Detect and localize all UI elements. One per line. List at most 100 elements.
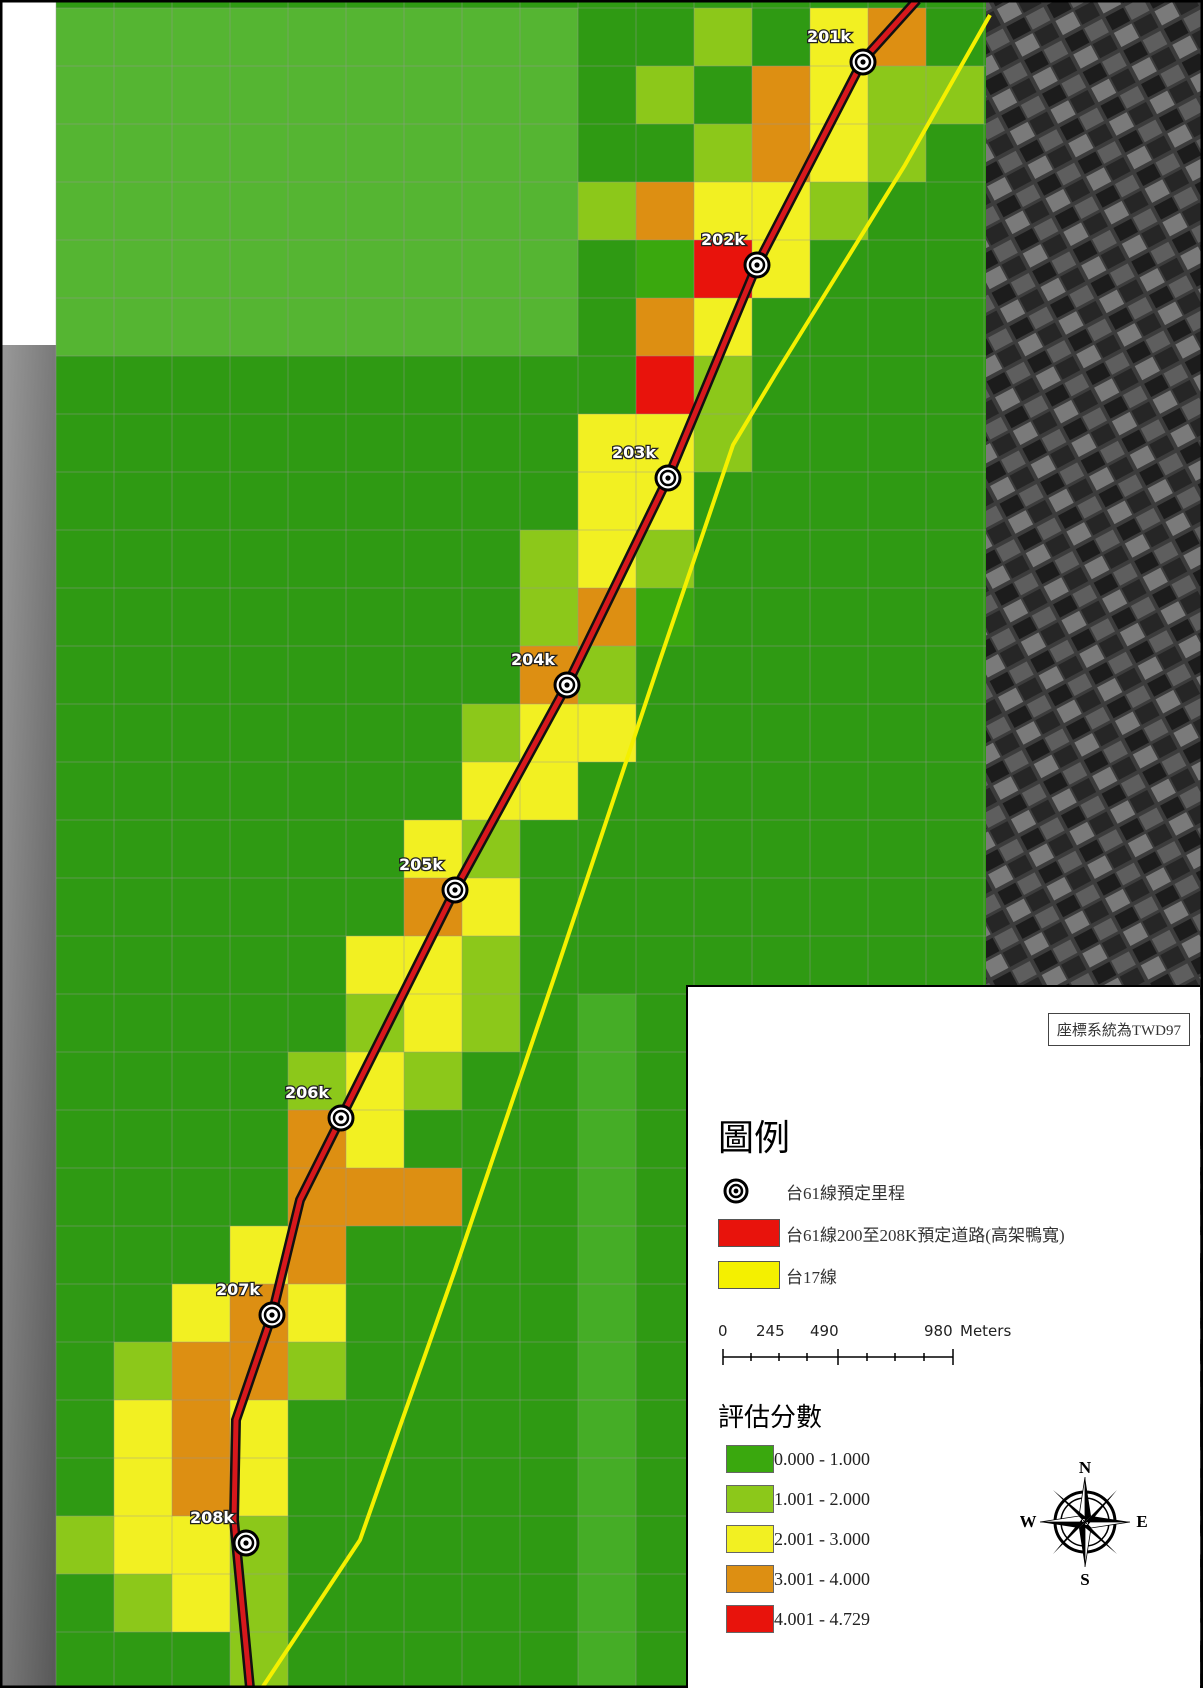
score-cell xyxy=(346,240,404,298)
score-cell xyxy=(56,66,114,124)
score-cell xyxy=(578,1458,636,1516)
score-cell xyxy=(578,1400,636,1458)
score-cell xyxy=(114,1458,172,1516)
score-cell xyxy=(346,124,404,182)
score-cell xyxy=(172,1458,230,1516)
milepost-label: 206k xyxy=(285,1083,329,1102)
milepost-marker: 203k xyxy=(611,442,682,492)
scale-bar-graphic xyxy=(722,1349,954,1365)
score-cell xyxy=(578,1632,636,1688)
milepost-icon xyxy=(723,1178,749,1204)
score-cell xyxy=(230,298,288,356)
legend-item-route-17: 台17線 xyxy=(718,1261,837,1289)
score-cell xyxy=(114,1516,172,1574)
planned-road-line xyxy=(231,0,919,1688)
score-class-5-range: 4.001 - 4.729 xyxy=(774,1608,870,1629)
score-class-2-swatch xyxy=(726,1485,774,1513)
score-cell xyxy=(636,298,694,356)
score-class-4-swatch xyxy=(726,1565,774,1593)
score-cell xyxy=(462,994,520,1052)
legend-item-milepost: 台61線預定里程 xyxy=(718,1177,905,1205)
milepost-marker: 204k xyxy=(510,649,581,699)
score-cell xyxy=(810,182,868,240)
score-cell xyxy=(520,66,578,124)
score-cell xyxy=(578,1110,636,1168)
grid-lines xyxy=(55,0,986,1688)
milepost-label: 204k xyxy=(511,650,555,669)
scale-label-0: 0 xyxy=(718,1322,728,1340)
satellite-sea xyxy=(0,345,56,1688)
score-cell xyxy=(578,994,636,1052)
score-cell xyxy=(114,182,172,240)
score-cell xyxy=(462,124,520,182)
score-class-5: 4.001 - 4.729 xyxy=(726,1605,870,1633)
score-cell xyxy=(520,588,578,646)
score-cell xyxy=(230,124,288,182)
score-cell xyxy=(288,182,346,240)
score-cell xyxy=(462,936,520,994)
score-cell xyxy=(172,66,230,124)
scale-label-245: 245 xyxy=(756,1322,785,1340)
score-cell xyxy=(636,182,694,240)
score-cell xyxy=(462,240,520,298)
score-cell xyxy=(114,1400,172,1458)
score-cell xyxy=(578,1284,636,1342)
score-class-3-range: 2.001 - 3.000 xyxy=(774,1528,870,1549)
legend-item-milepost-label: 台61線預定里程 xyxy=(786,1183,905,1203)
score-cell xyxy=(172,1342,230,1400)
score-cell xyxy=(694,182,752,240)
score-cell xyxy=(578,1052,636,1110)
yellow-patch-icon xyxy=(718,1261,780,1289)
score-cell xyxy=(404,8,462,66)
score-cell xyxy=(172,8,230,66)
compass-w: W xyxy=(1020,1512,1037,1531)
score-class-1-range: 0.000 - 1.000 xyxy=(774,1448,870,1469)
route-17-line xyxy=(260,14,992,1688)
score-cell xyxy=(230,66,288,124)
score-cell xyxy=(636,530,694,588)
score-cell xyxy=(578,1226,636,1284)
score-cell xyxy=(56,1516,114,1574)
score-cell xyxy=(636,240,694,298)
score-cell xyxy=(230,240,288,298)
score-cell xyxy=(172,1574,230,1632)
score-cell xyxy=(114,1342,172,1400)
score-cell xyxy=(114,1574,172,1632)
score-cell xyxy=(288,240,346,298)
milepost-label: 203k xyxy=(612,443,656,462)
score-class-1: 0.000 - 1.000 xyxy=(726,1445,870,1473)
scale-unit: Meters xyxy=(960,1322,1012,1340)
coordinate-system-note: 座標系統為TWD97 xyxy=(1047,1013,1190,1046)
score-cell xyxy=(578,182,636,240)
score-class-2-range: 1.001 - 2.000 xyxy=(774,1488,870,1509)
score-cell xyxy=(578,646,636,704)
score-class-2: 1.001 - 2.000 xyxy=(726,1485,870,1513)
score-cell xyxy=(404,1168,462,1226)
score-class-4: 3.001 - 4.000 xyxy=(726,1565,870,1593)
north-arrow-compass-icon: N E S W xyxy=(1020,1458,1148,1587)
score-cell xyxy=(404,1052,462,1110)
milepost-marker: 208k xyxy=(189,1507,260,1557)
compass-n: N xyxy=(1079,1458,1092,1477)
score-cell xyxy=(636,588,694,646)
legend-item-planned-road: 台61線200至208K預定道路(高架鴨寬) xyxy=(718,1219,1065,1247)
score-cell xyxy=(346,936,404,994)
score-cell xyxy=(172,1284,230,1342)
score-cell xyxy=(346,182,404,240)
score-cell xyxy=(230,182,288,240)
score-cell xyxy=(462,878,520,936)
score-cell xyxy=(346,8,404,66)
score-cell xyxy=(114,8,172,66)
blank-area xyxy=(0,0,56,345)
score-cell xyxy=(868,124,926,182)
score-class-3-swatch xyxy=(726,1525,774,1553)
scale-label-490: 490 xyxy=(810,1322,839,1340)
milepost-label: 207k xyxy=(216,1280,260,1299)
score-cell xyxy=(288,66,346,124)
score-cell xyxy=(462,704,520,762)
scale-label-980: 980 xyxy=(924,1322,953,1340)
